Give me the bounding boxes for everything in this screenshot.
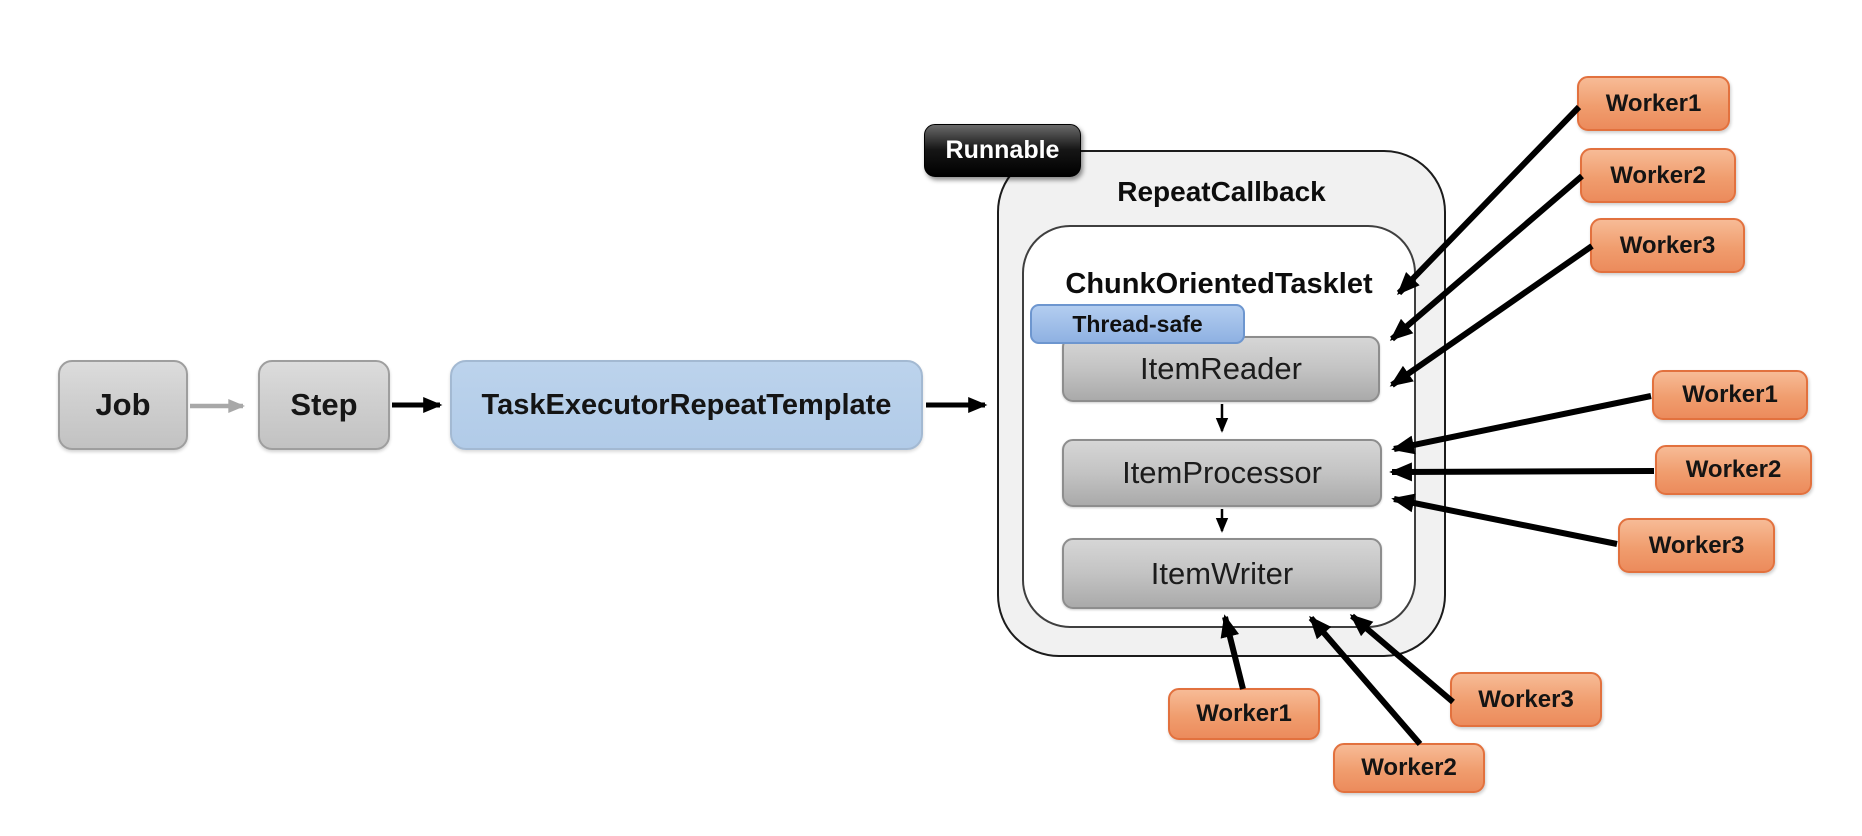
worker-label: Worker1 (1196, 700, 1292, 727)
thread-safe-badge: Thread-safe (1030, 304, 1245, 344)
worker-label: Worker2 (1685, 456, 1782, 483)
worker-label: Worker1 (1605, 89, 1702, 117)
job-label: Job (95, 387, 151, 422)
runnable-label: Runnable (945, 136, 1060, 164)
processor-worker-3: Worker3 (1618, 518, 1775, 573)
task-executor-label: TaskExecutorRepeatTemplate (481, 388, 892, 421)
processor-worker-1: Worker1 (1652, 370, 1808, 420)
worker-label: Worker2 (1610, 161, 1706, 189)
writer-worker-3: Worker3 (1450, 672, 1602, 727)
writer-worker-2: Worker2 (1333, 743, 1485, 793)
step-box: Step (258, 360, 390, 450)
worker-label: Worker2 (1361, 754, 1457, 781)
reader-worker-3: Worker3 (1590, 218, 1745, 273)
task-executor-repeat-template-box: TaskExecutorRepeatTemplate (450, 360, 923, 450)
item-processor-label: ItemProcessor (1122, 455, 1322, 490)
chunk-oriented-tasklet-title: ChunkOrientedTasklet (1065, 268, 1373, 300)
runnable-badge: Runnable (924, 124, 1081, 177)
item-writer-label: ItemWriter (1150, 555, 1294, 591)
reader-worker-1: Worker1 (1577, 76, 1730, 131)
item-reader-label: ItemReader (1140, 351, 1302, 386)
item-processor-box: ItemProcessor (1062, 439, 1382, 507)
worker-label: Worker1 (1682, 381, 1778, 408)
thread-safe-label: Thread-safe (1072, 310, 1203, 337)
worker-label: Worker3 (1619, 231, 1716, 259)
reader-worker-2: Worker2 (1580, 148, 1736, 203)
item-reader-box: ItemReader (1062, 336, 1380, 402)
item-writer-box: ItemWriter (1062, 538, 1382, 609)
worker-label: Worker3 (1648, 531, 1745, 559)
worker-label: Worker3 (1478, 685, 1574, 713)
processor-worker-2: Worker2 (1655, 445, 1812, 495)
writer-worker-1: Worker1 (1168, 688, 1320, 740)
repeat-callback-title: RepeatCallback (1117, 176, 1326, 207)
step-label: Step (290, 387, 358, 422)
job-box: Job (58, 360, 188, 450)
